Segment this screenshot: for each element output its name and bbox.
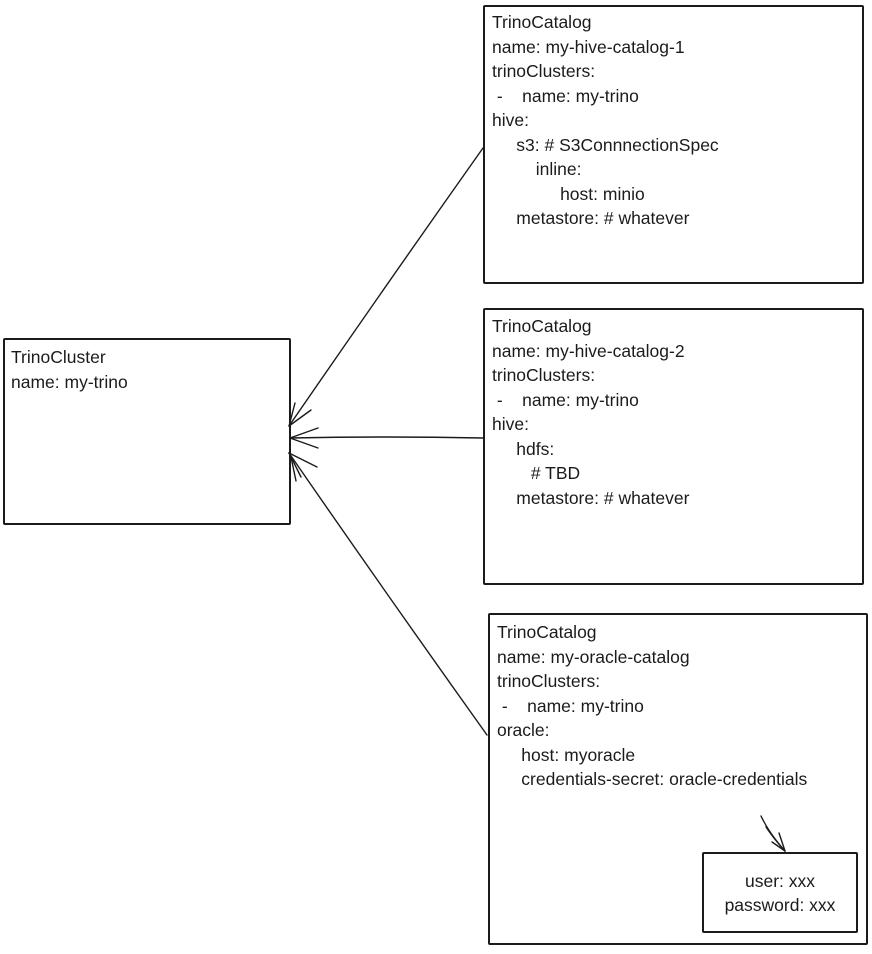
node-title: TrinoCluster: [11, 347, 106, 367]
yaml-line: oracle:: [497, 720, 550, 740]
trino-catalog-3-node: TrinoCatalog name: my-oracle-catalog tri…: [488, 613, 868, 945]
yaml-line: host: myoracle: [497, 744, 636, 765]
yaml-line: inline:: [492, 159, 582, 179]
connector-catalog2-to-cluster: [289, 427, 484, 449]
yaml-line: name: my-oracle-catalog: [497, 646, 690, 667]
yaml-line: metastore: # whatever: [492, 208, 690, 228]
secret-line: user: xxx: [744, 870, 816, 891]
node-title: TrinoCatalog: [492, 12, 592, 32]
yaml-line: credentials-secret: oracle-credentials: [497, 769, 808, 789]
node-title: TrinoCatalog: [497, 622, 597, 642]
yaml-line: trinoClusters:: [492, 61, 596, 81]
yaml-line: trinoClusters:: [497, 671, 601, 691]
yaml-line: s3: # S3ConnnectionSpec: [492, 134, 719, 155]
yaml-line: # TBD: [492, 463, 581, 483]
credentials-secret-node: user: xxx password: xxx: [702, 852, 858, 933]
yaml-line: metastore: # whatever: [492, 487, 690, 508]
yaml-line: - name: my-trino: [497, 695, 644, 716]
yaml-line: trinoClusters:: [492, 365, 596, 385]
secret-line: password: xxx: [724, 894, 836, 915]
trino-catalog-1-node: TrinoCatalog name: my-hive-catalog-1 tri…: [483, 5, 864, 284]
yaml-line: hive:: [492, 414, 529, 434]
yaml-line: - name: my-trino: [492, 389, 639, 410]
yaml-line: hive:: [492, 110, 529, 130]
node-title: TrinoCatalog: [492, 316, 592, 336]
yaml-line: - name: my-trino: [492, 85, 639, 106]
connector-catalog1-to-cluster: [288, 147, 484, 427]
yaml-line: name: my-hive-catalog-2: [492, 340, 685, 361]
connector-catalog3-to-cluster: [288, 452, 488, 736]
yaml-line: name: my-hive-catalog-1: [492, 36, 685, 57]
trino-cluster-node: TrinoCluster name: my-trino: [3, 338, 291, 525]
yaml-line: name: my-trino: [11, 371, 128, 392]
trino-catalog-2-node: TrinoCatalog name: my-hive-catalog-2 tri…: [483, 308, 864, 585]
yaml-line: hdfs:: [492, 438, 555, 459]
yaml-line: host: minio: [492, 183, 645, 204]
